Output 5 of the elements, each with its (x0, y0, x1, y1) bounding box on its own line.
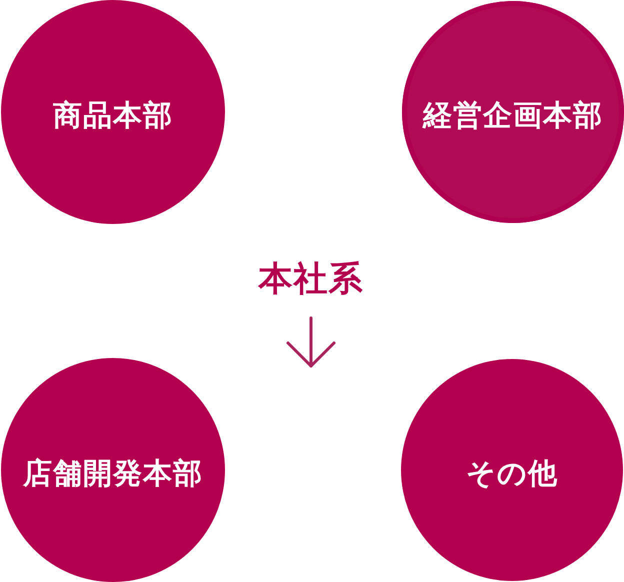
department-name: その他 (466, 456, 558, 490)
department-name: 商品本部 (53, 98, 173, 132)
diagram-title: 本社系 (257, 258, 364, 301)
department-name: 店舗開発本部 (23, 456, 203, 490)
department-name: 経営企画本部 (423, 98, 603, 132)
